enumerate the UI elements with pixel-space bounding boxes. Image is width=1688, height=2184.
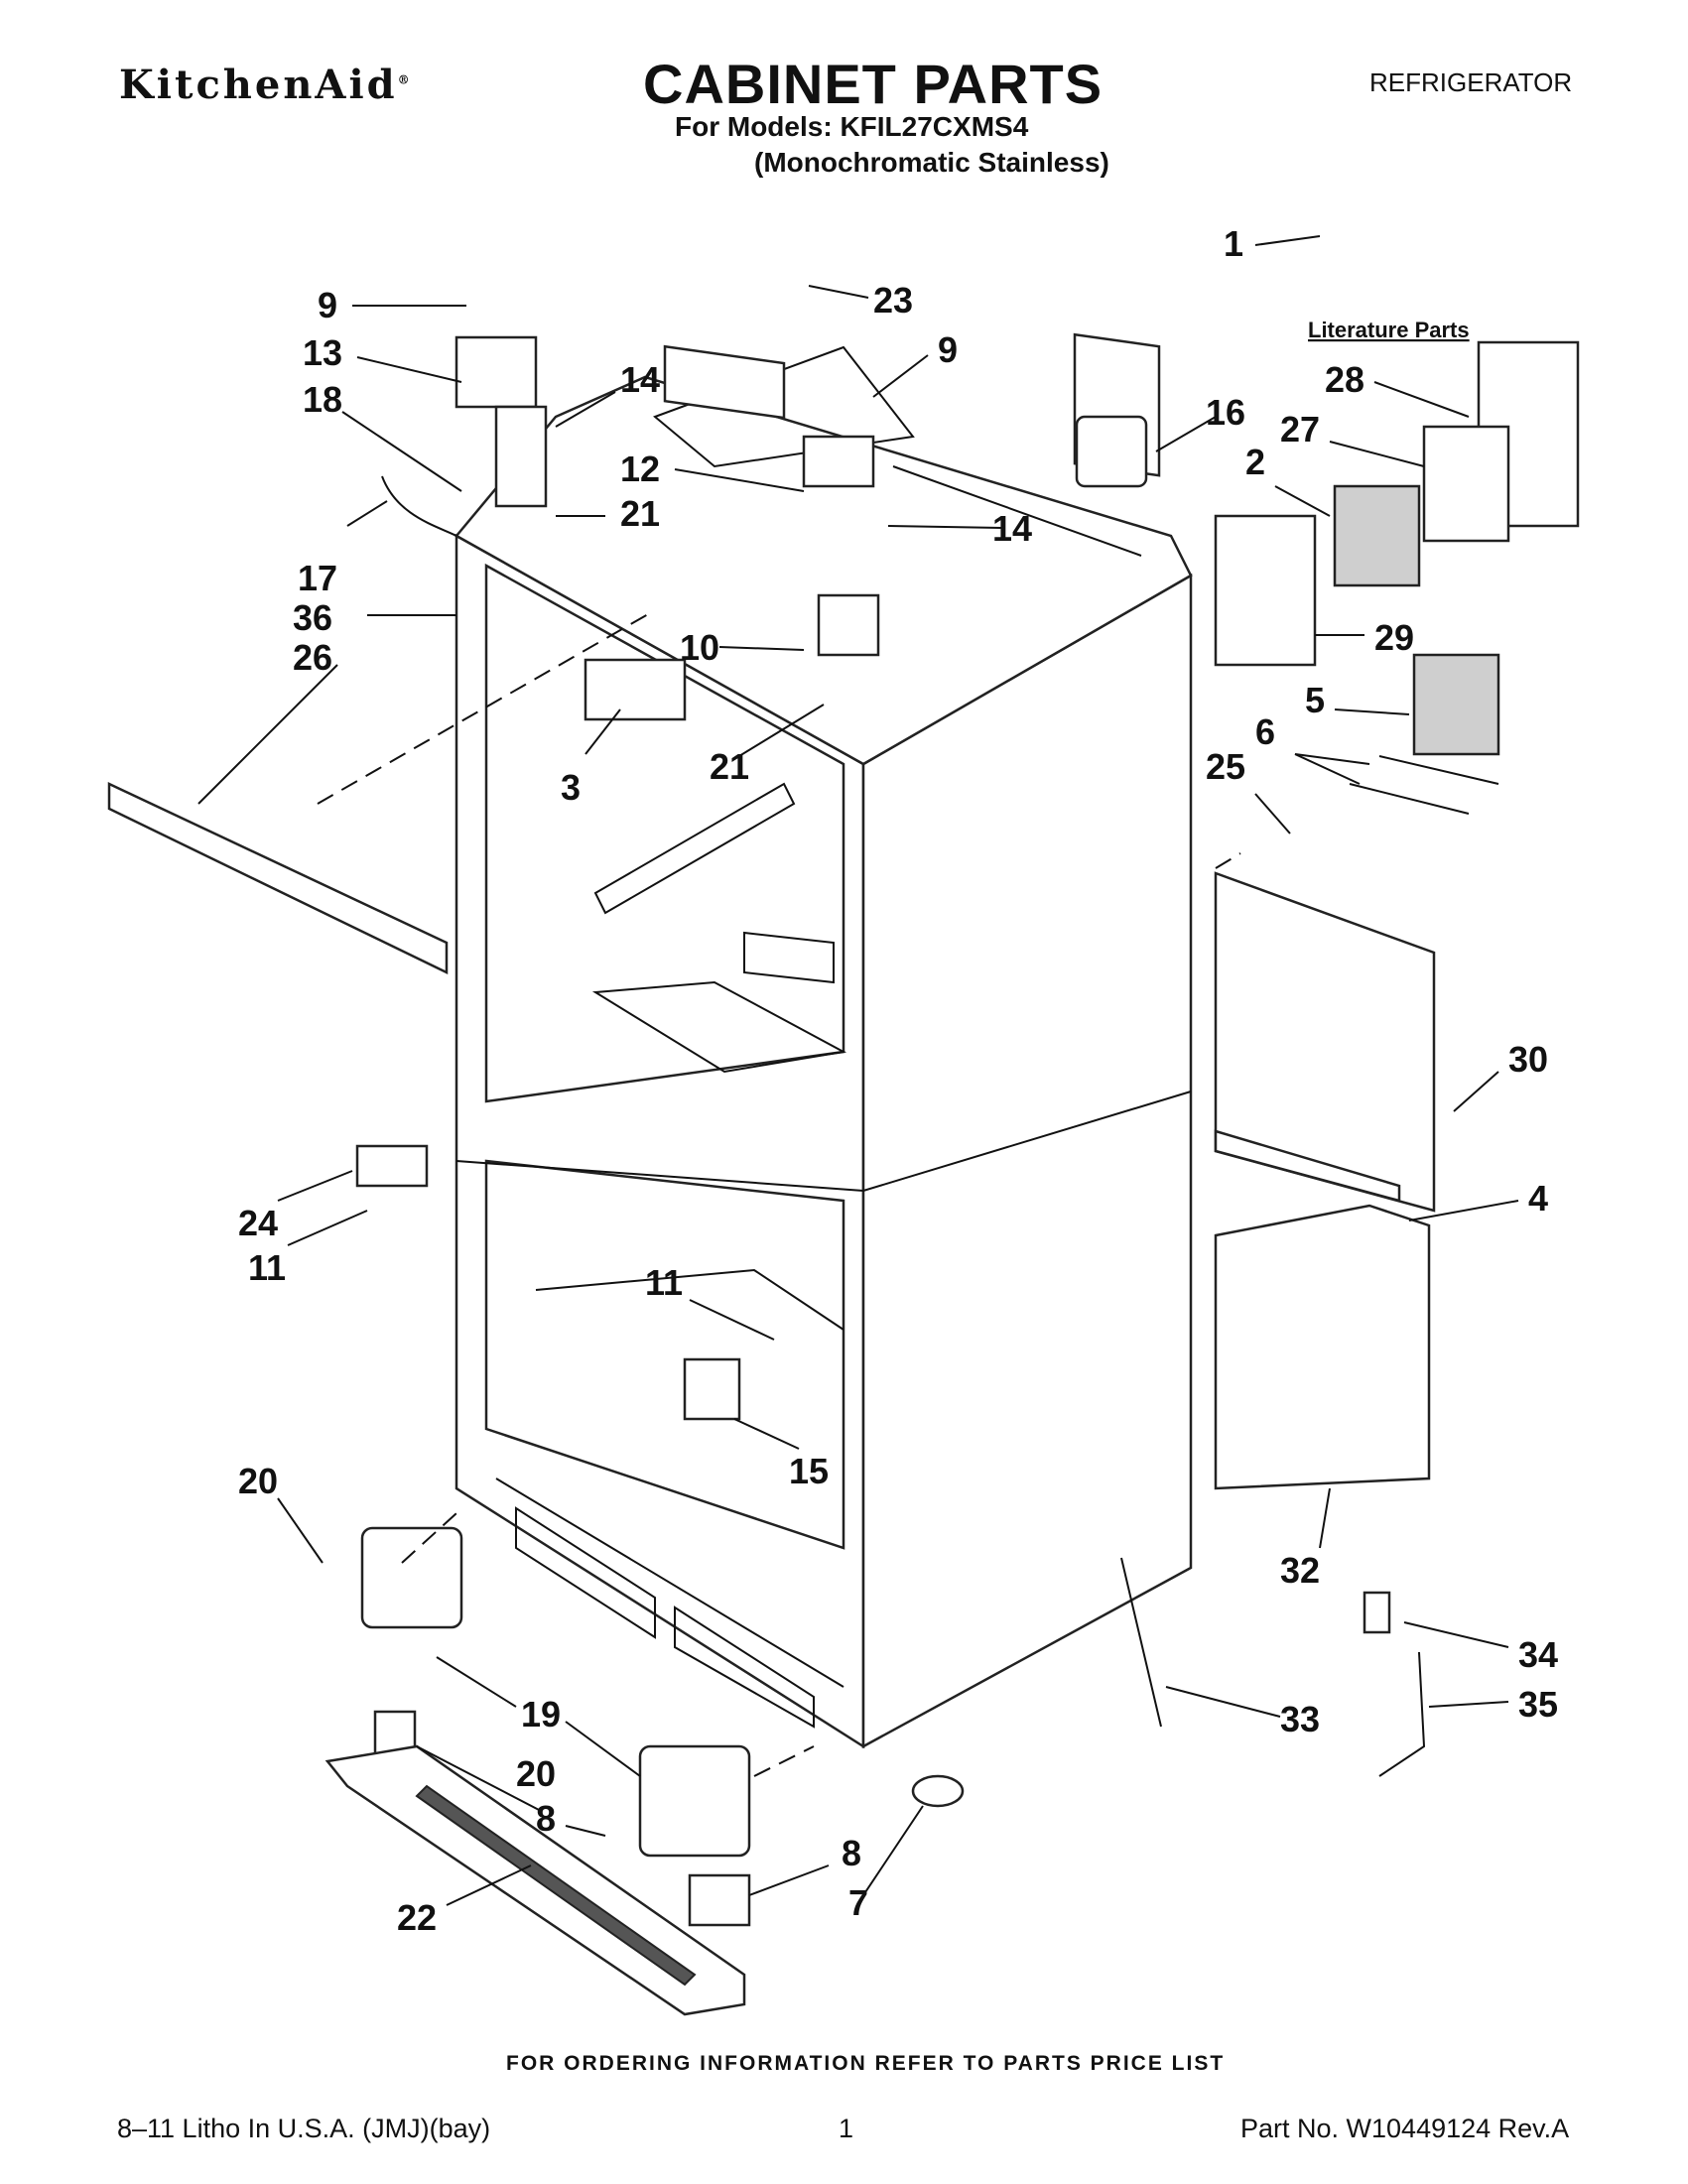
appliance-category: REFRIGERATOR: [1369, 67, 1573, 97]
part-29-board-housing: [1214, 514, 1317, 667]
callout-23: 23: [873, 280, 913, 321]
part-6-strip-a: [1378, 755, 1499, 785]
part-5-control-board: [1412, 653, 1500, 756]
assembly-line-19-right: [753, 1745, 815, 1777]
callout-2: 2: [1245, 442, 1265, 482]
part-19-roller-right: [638, 1744, 751, 1858]
part-7-washer: [911, 1774, 965, 1808]
callout-7: 7: [848, 1882, 868, 1923]
callout-13: 13: [303, 332, 342, 373]
part-34-clip: [1363, 1591, 1391, 1634]
callout-11-left: 11: [248, 1247, 286, 1288]
part-3-bracket: [584, 658, 687, 721]
callout-17: 17: [298, 558, 337, 598]
part-16-valve: [1075, 415, 1148, 488]
part-15-hinge: [683, 1357, 741, 1421]
callout-1: 1: [1224, 223, 1243, 264]
literature-parts-label: Literature Parts: [1308, 318, 1470, 342]
callout-8-right: 8: [842, 1833, 861, 1873]
callout-9-right: 9: [938, 329, 958, 370]
callout-21-top: 21: [620, 493, 660, 534]
callout-28: 28: [1325, 359, 1364, 400]
callout-8-left: 8: [536, 1798, 556, 1839]
part-12-hinge-cover: [802, 435, 875, 488]
part-17-wire: [381, 475, 457, 537]
ordering-note: FOR ORDERING INFORMATION REFER TO PARTS …: [506, 2052, 1226, 2075]
part-18-hinge: [494, 405, 548, 508]
assembly-line-25: [1215, 852, 1241, 869]
callout-21-mid: 21: [710, 746, 749, 787]
part-30-rear-access-panel: [1214, 871, 1436, 1213]
part-23-cover: [663, 344, 786, 420]
part-22-grille-vent: [415, 1784, 697, 1987]
callout-36: 36: [293, 597, 332, 638]
callout-5: 5: [1305, 680, 1325, 720]
callout-6: 6: [1255, 711, 1275, 752]
callout-20-right: 20: [516, 1753, 556, 1794]
page-number: 1: [839, 2114, 854, 2143]
part-8-leveler-right: [688, 1873, 751, 1927]
callout-18: 18: [303, 379, 342, 420]
callout-4: 4: [1528, 1178, 1548, 1219]
callout-34: 34: [1518, 1634, 1558, 1675]
models-line: For Models: KFIL27CXMS4: [675, 111, 1029, 142]
part-13-hinge-cover: [454, 335, 538, 409]
part-2-control-board: [1333, 484, 1421, 587]
part-26-trim: [107, 782, 449, 974]
callout-3: 3: [561, 767, 581, 808]
callout-32: 32: [1280, 1550, 1320, 1591]
callout-labels: 1 2 3 4 5 6 7 8 8 9 9 10 11 11 12 13 14 …: [238, 223, 1558, 1938]
part-21-hinge-plate: [817, 593, 880, 657]
assembly-line-26: [317, 609, 656, 805]
callout-20-left: 20: [238, 1461, 278, 1501]
assembly-line-19-left: [401, 1512, 457, 1564]
part-35-sensor: [1378, 1651, 1426, 1777]
part-33-wrench: [1120, 1557, 1162, 1728]
callout-26: 26: [293, 637, 332, 678]
part-6-strip-b: [1349, 783, 1470, 815]
page-title: CABINET PARTS: [643, 53, 1104, 115]
callout-25: 25: [1206, 746, 1245, 787]
callout-14-mid: 14: [992, 508, 1032, 549]
callout-9-left: 9: [318, 285, 337, 325]
litho-line: 8–11 Litho In U.S.A. (JMJ)(bay): [117, 2114, 491, 2143]
part-32-side-panel: [1214, 1204, 1431, 1490]
brand-registered-mark: ®: [397, 72, 413, 87]
leader-lines: [197, 235, 1519, 1906]
cabinet-shell: [454, 345, 1193, 1749]
callout-19: 19: [521, 1694, 561, 1734]
part-19-roller-left: [360, 1526, 463, 1629]
callout-10: 10: [680, 627, 719, 668]
callout-11-right: 11: [645, 1262, 683, 1303]
callout-15: 15: [789, 1451, 829, 1491]
callout-14-top: 14: [620, 359, 660, 400]
variant-line: (Monochromatic Stainless): [754, 147, 1109, 178]
callout-35: 35: [1518, 1684, 1558, 1725]
part-4-gasket: [1214, 1129, 1401, 1203]
callout-16: 16: [1206, 392, 1245, 433]
brand-name: KitchenAid: [119, 62, 398, 108]
callout-27: 27: [1280, 409, 1320, 450]
brand-logo: KitchenAid®: [119, 62, 413, 108]
callout-24: 24: [238, 1203, 278, 1243]
callout-30: 30: [1508, 1039, 1548, 1080]
callout-29: 29: [1374, 617, 1414, 658]
part-number: Part No. W10449124 Rev.A: [1240, 2114, 1570, 2143]
callout-22: 22: [397, 1897, 437, 1938]
part-24-hinge: [355, 1144, 429, 1188]
callout-12: 12: [620, 449, 660, 489]
part-27-shield: [1422, 425, 1510, 543]
callout-33: 33: [1280, 1699, 1320, 1739]
